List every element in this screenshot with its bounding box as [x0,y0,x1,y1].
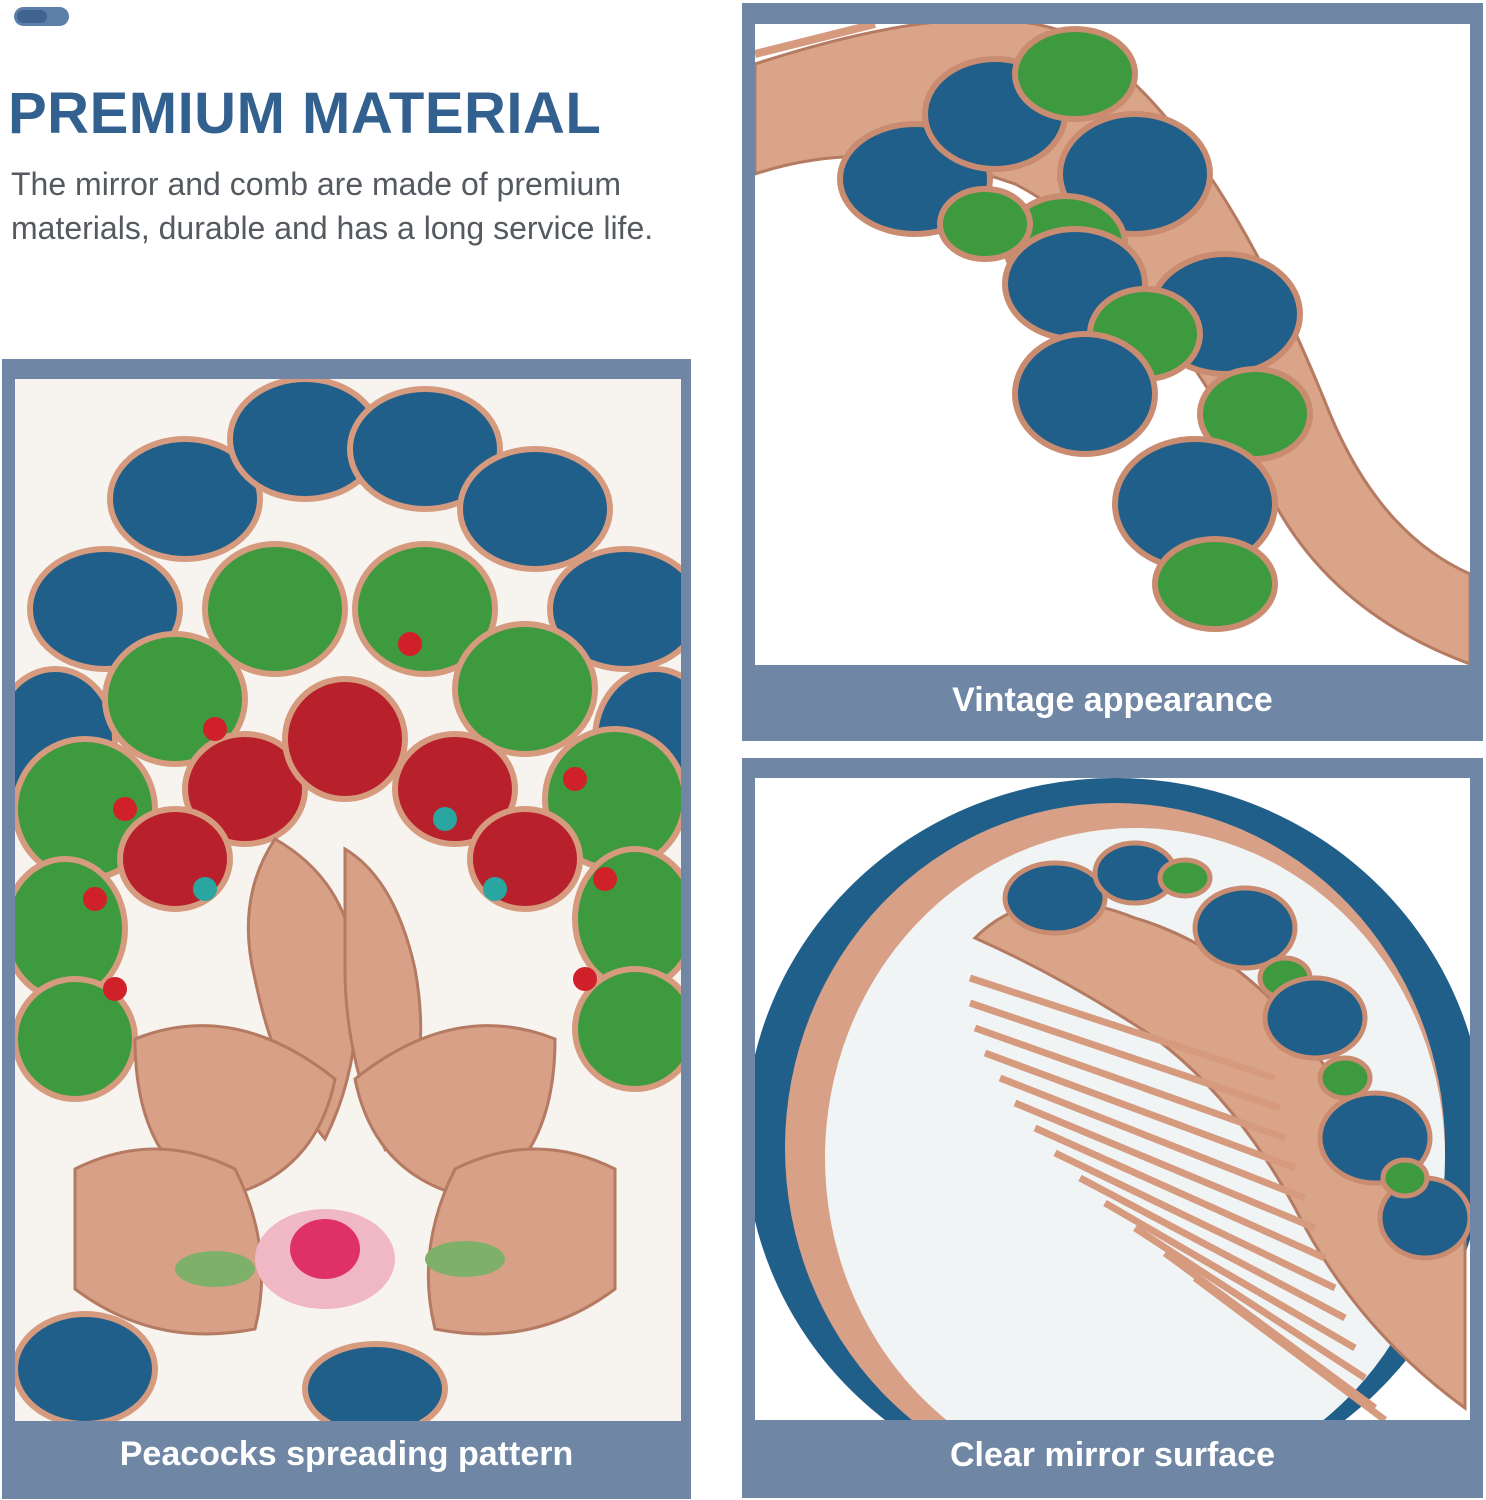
comb-illustration [755,24,1470,665]
comb-closeup-image [755,24,1470,665]
clear-mirror-panel: Clear mirror surface [742,758,1483,1498]
mirror-illustration [755,778,1470,1420]
peacock-mirror-image [15,379,681,1421]
peacock-illustration [15,379,681,1421]
toggle-pill-icon [14,7,69,26]
page-heading: PREMIUM MATERIAL [8,81,602,146]
mirror-with-comb-image [755,778,1470,1420]
page-description: The mirror and comb are made of premium … [11,166,654,246]
left-panel-caption: Peacocks spreading pattern [119,1435,574,1473]
top-right-panel-caption: Vintage appearance [952,681,1273,719]
bottom-right-panel-caption: Clear mirror surface [949,1436,1276,1474]
peacock-pattern-panel: Peacocks spreading pattern [2,359,691,1499]
vintage-appearance-panel: Vintage appearance [742,3,1483,741]
